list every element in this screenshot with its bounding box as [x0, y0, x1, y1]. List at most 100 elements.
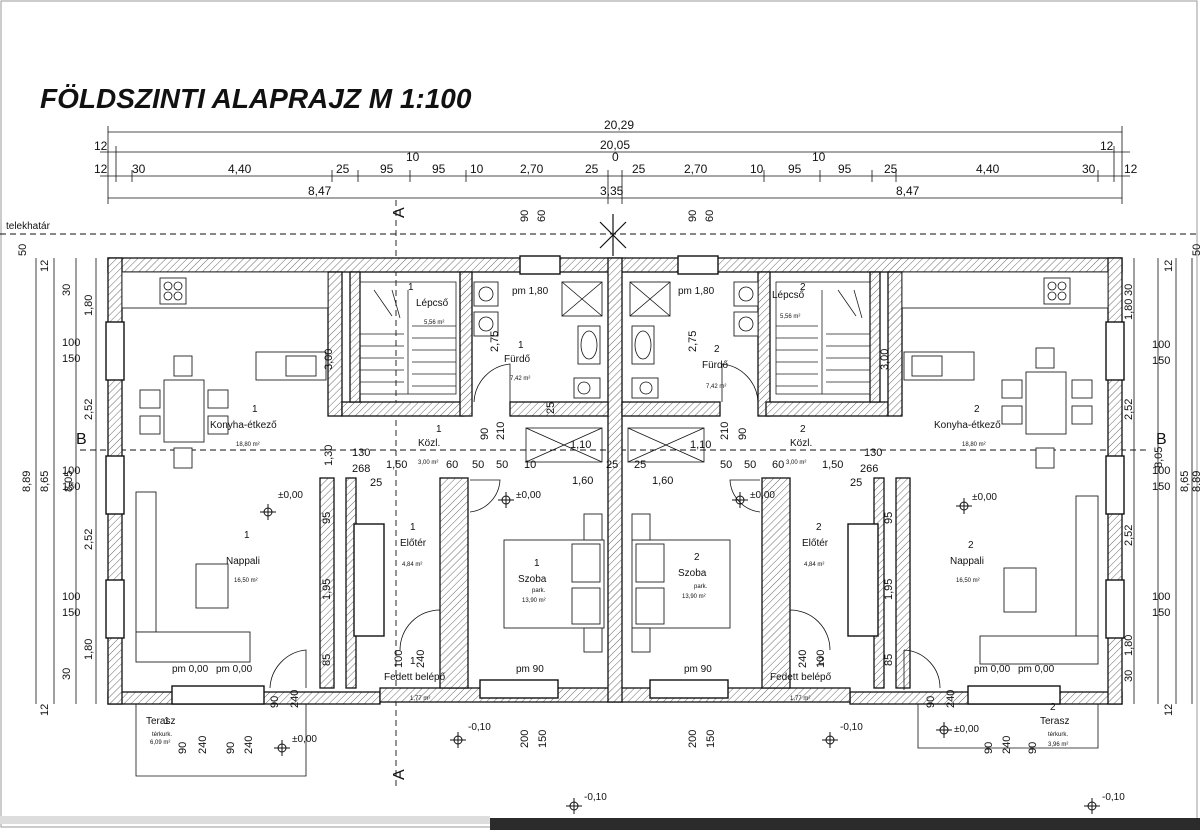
svg-text:-0,10: -0,10: [840, 722, 863, 733]
svg-text:150: 150: [1152, 481, 1170, 493]
svg-text:1: 1: [410, 656, 416, 667]
svg-text:Nappali: Nappali: [950, 556, 984, 567]
svg-text:2: 2: [1050, 702, 1056, 713]
svg-text:±0,00: ±0,00: [972, 492, 997, 503]
svg-text:150: 150: [1152, 355, 1170, 367]
svg-text:1,95: 1,95: [883, 579, 895, 600]
svg-text:Fürdő: Fürdő: [504, 354, 531, 365]
svg-text:1,80: 1,80: [83, 295, 95, 316]
svg-text:13,90 m²: 13,90 m²: [682, 594, 706, 600]
svg-text:240: 240: [289, 690, 301, 708]
svg-text:2,75: 2,75: [687, 331, 699, 352]
svg-text:pm 90: pm 90: [684, 664, 712, 675]
svg-text:Konyha-étkező: Konyha-étkező: [210, 420, 277, 431]
svg-text:±0,00: ±0,00: [292, 734, 317, 745]
section-a-top: A: [391, 207, 408, 218]
svg-text:5,56 m²: 5,56 m²: [424, 320, 444, 326]
svg-text:150: 150: [1152, 607, 1170, 619]
dim-overall: 20,29: [604, 118, 634, 132]
svg-text:30: 30: [61, 284, 73, 296]
svg-text:12: 12: [1163, 704, 1175, 716]
dim-seg: 25: [632, 162, 646, 176]
svg-text:1,60: 1,60: [572, 475, 593, 487]
bedrooms: [399, 479, 831, 653]
dim-seg: 95: [380, 162, 394, 176]
svg-text:16,50 m²: 16,50 m²: [234, 578, 258, 584]
svg-text:2: 2: [800, 282, 806, 293]
svg-text:100: 100: [1152, 465, 1170, 477]
svg-text:-0,10: -0,10: [584, 792, 607, 803]
svg-text:6,09 m²: 6,09 m²: [150, 740, 170, 746]
svg-text:240: 240: [415, 650, 427, 668]
svg-text:pm 1,80: pm 1,80: [678, 286, 715, 297]
svg-text:240: 240: [197, 736, 209, 754]
dim-row2-right: 12: [1100, 139, 1114, 153]
svg-text:Terasz: Terasz: [146, 716, 175, 727]
svg-text:200: 200: [687, 730, 699, 748]
svg-text:50: 50: [472, 459, 484, 471]
drawing-title: FÖLDSZINTI ALAPRAJZ M 1:100: [40, 83, 472, 114]
svg-text:3,00 m²: 3,00 m²: [786, 460, 806, 466]
dim-seg: 2,70: [684, 162, 708, 176]
svg-text:240: 240: [1001, 736, 1013, 754]
svg-text:100: 100: [1152, 591, 1170, 603]
svg-text:3,00 m²: 3,00 m²: [418, 460, 438, 466]
section-b-left: B: [76, 431, 87, 448]
svg-text:130: 130: [864, 447, 882, 459]
svg-text:park.: park.: [694, 584, 708, 590]
svg-text:térkurk.: térkurk.: [1048, 732, 1068, 738]
svg-text:1,10: 1,10: [570, 439, 591, 451]
svg-text:16,50 m²: 16,50 m²: [956, 578, 980, 584]
right-dimensions: 50 12 30 1,80 100 150 2,52 100 150 2,52 …: [1123, 244, 1200, 716]
svg-text:Szoba: Szoba: [518, 574, 547, 585]
svg-text:2: 2: [714, 344, 720, 355]
svg-text:2: 2: [816, 522, 822, 533]
svg-text:13,90 m²: 13,90 m²: [522, 598, 546, 604]
svg-text:25: 25: [545, 402, 557, 414]
dim-seg: 2,70: [520, 162, 544, 176]
svg-text:4,84 m²: 4,84 m²: [402, 562, 422, 568]
svg-text:2: 2: [818, 656, 824, 667]
svg-text:2: 2: [968, 540, 974, 551]
svg-text:Előtér: Előtér: [400, 538, 427, 549]
top-dimension-chains: 20,29 20,05 12 12 12 30 4,40 25 95 10 95…: [94, 118, 1138, 222]
svg-text:2,52: 2,52: [1123, 525, 1135, 546]
dim-window: 60: [536, 210, 548, 222]
svg-text:2,52: 2,52: [83, 529, 95, 550]
svg-text:30: 30: [1123, 284, 1135, 296]
svg-text:Közl.: Közl.: [790, 438, 812, 449]
svg-text:8,89: 8,89: [21, 471, 33, 492]
dim-row2-left: 12: [94, 139, 108, 153]
dim-seg: 95: [838, 162, 852, 176]
svg-text:8,65: 8,65: [39, 471, 51, 492]
svg-text:1,95: 1,95: [321, 579, 333, 600]
svg-text:Közl.: Közl.: [418, 438, 440, 449]
dim-seg: 95: [788, 162, 802, 176]
svg-text:1,50: 1,50: [386, 459, 407, 471]
left-dimensions: 50 12 30 1,80 100 150 2,52 100 150 2,52 …: [17, 244, 97, 716]
svg-text:100: 100: [393, 650, 405, 668]
svg-text:100: 100: [62, 591, 80, 603]
outer-walls: [105, 255, 1125, 705]
svg-text:18,80 m²: 18,80 m²: [236, 442, 260, 448]
svg-text:50: 50: [496, 459, 508, 471]
svg-text:150: 150: [537, 730, 549, 748]
svg-text:1,50: 1,50: [822, 459, 843, 471]
svg-text:10: 10: [524, 459, 536, 471]
svg-text:Fedett belépő: Fedett belépő: [770, 672, 832, 683]
dim-seg: 30: [132, 162, 146, 176]
svg-text:90: 90: [983, 742, 995, 754]
svg-text:pm 0,00: pm 0,00: [172, 664, 209, 675]
dim-seg: 4,40: [976, 162, 1000, 176]
svg-text:±0,00: ±0,00: [750, 490, 775, 501]
svg-text:100: 100: [62, 465, 80, 477]
svg-text:100: 100: [815, 650, 827, 668]
svg-text:90: 90: [479, 428, 491, 440]
svg-text:Fedett belépő: Fedett belépő: [384, 672, 446, 683]
svg-text:1,60: 1,60: [652, 475, 673, 487]
